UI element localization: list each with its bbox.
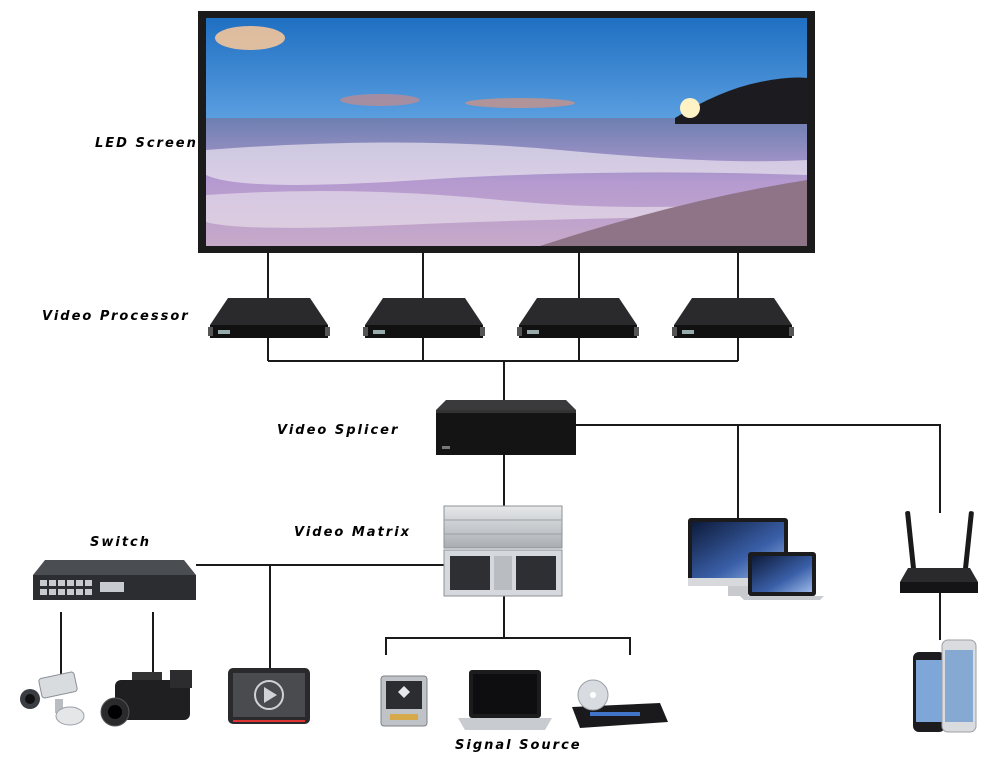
- label-video-matrix: Video Matrix: [294, 525, 412, 540]
- label-switch: Switch: [90, 535, 152, 550]
- video-processor-icon: [208, 298, 330, 338]
- video-processor-icon: [363, 298, 485, 338]
- wifi-router-icon: [900, 511, 978, 593]
- video-processor-icon: [517, 298, 639, 338]
- video-processor-icon: [672, 298, 794, 338]
- label-led-screen: LED Screen: [95, 136, 198, 151]
- dvd-player-icon: [572, 679, 668, 728]
- connection-lines: [60, 252, 941, 674]
- imac-macbook-icon: [688, 518, 824, 600]
- cctv-camera-icon: [20, 671, 85, 726]
- label-video-splicer: Video Splicer: [277, 423, 400, 438]
- camcorder-icon: [100, 670, 192, 727]
- media-player-icon: [228, 668, 310, 724]
- led-screen-icon: [198, 11, 815, 253]
- label-video-processor: Video Processor: [42, 309, 190, 324]
- video-matrix-icon: [443, 505, 563, 597]
- video-splicer-icon: [436, 400, 576, 455]
- laptop-icon: [458, 670, 552, 730]
- label-signal-source: Signal Source: [455, 738, 582, 753]
- hard-drive-icon: [380, 675, 428, 727]
- smartphones-icon: [913, 639, 977, 733]
- network-switch-icon: [33, 560, 196, 600]
